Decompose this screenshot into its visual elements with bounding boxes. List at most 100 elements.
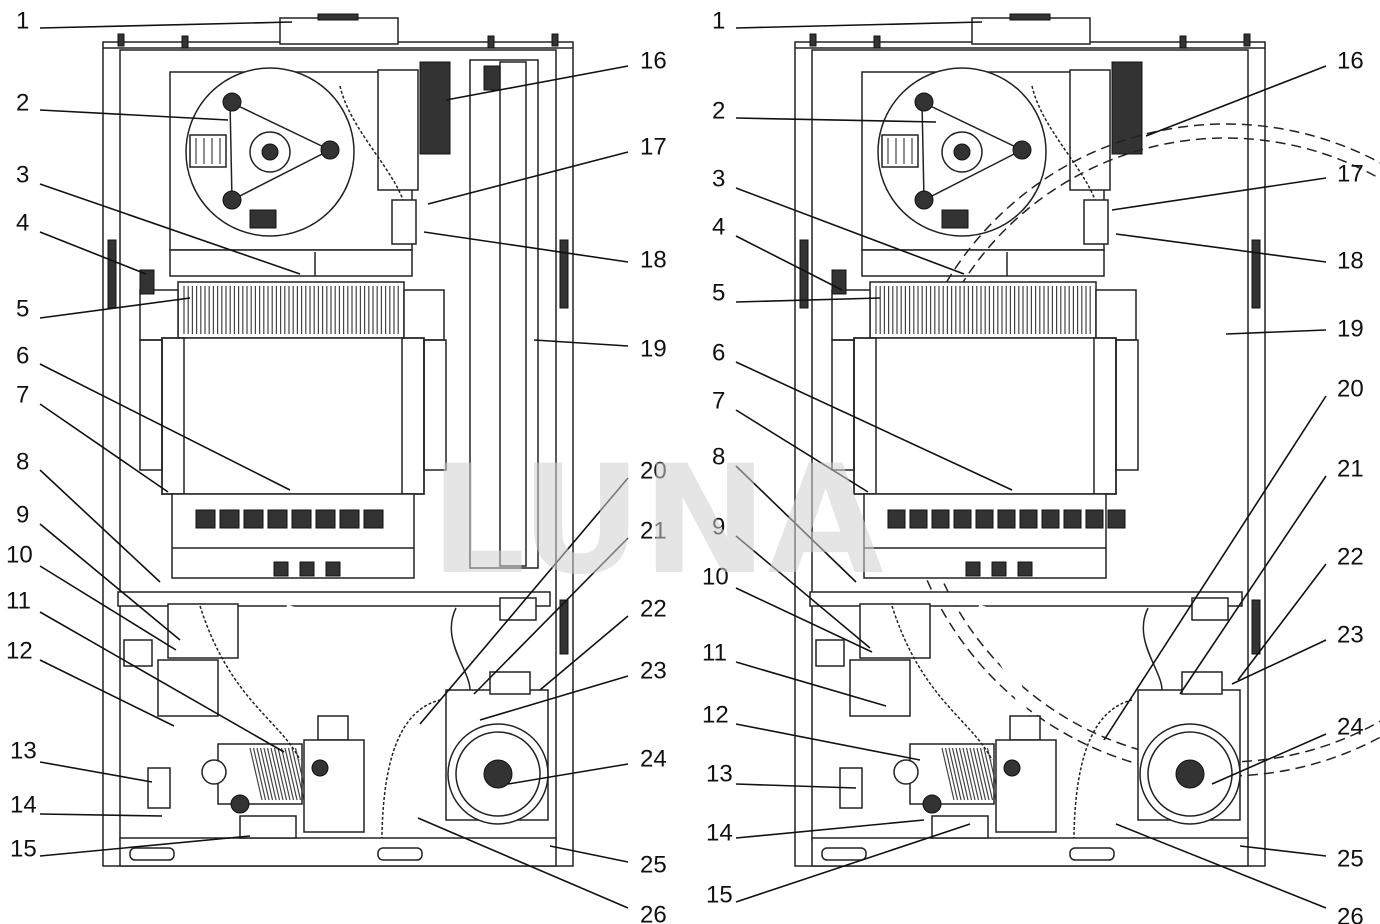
callout-label-b-11: 11 (702, 639, 727, 666)
callout-label-b-5: 5 (712, 279, 725, 306)
leader-line-b-5 (735, 297, 881, 303)
burner-ramp (975, 509, 994, 529)
burner-ramp (887, 509, 906, 529)
mounting-stud (117, 33, 125, 47)
leader-line-b-10 (735, 587, 873, 653)
callout-label-b-6: 6 (712, 339, 725, 366)
callout-label-b-2: 2 (712, 97, 725, 124)
callout-label-a-7: 7 (16, 381, 29, 408)
callout-label-a-22: 22 (640, 595, 667, 622)
leader-line-a-15 (39, 835, 251, 857)
burner-ramp (1019, 509, 1038, 529)
fan-connector (941, 209, 969, 229)
flow-sensor (201, 759, 227, 785)
gas-valve-coil (972, 747, 987, 801)
cold-water-hose (199, 605, 301, 761)
callout-label-a-10: 10 (6, 541, 33, 568)
callout-label-a-24: 24 (640, 745, 667, 772)
callout-label-a-21: 21 (640, 517, 667, 544)
gas-valve-coil (263, 747, 277, 801)
callout-label-b-25: 25 (1337, 845, 1364, 872)
leader-line-b-19 (1225, 329, 1327, 335)
fan-connector (249, 209, 277, 229)
fan-bolt (222, 190, 242, 210)
gas-valve-coil (277, 747, 291, 801)
callout-label-b-21: 21 (1337, 455, 1364, 482)
flow-pipe-right (1115, 339, 1139, 471)
leader-line-a-17 (427, 151, 629, 205)
burner-ramp (909, 509, 928, 529)
leader-line-a-25 (549, 845, 629, 863)
callout-label-a-19: 19 (640, 335, 667, 362)
callout-label-a-23: 23 (640, 657, 667, 684)
heat-exchanger-fins (177, 281, 405, 339)
fan-bolt (914, 92, 934, 112)
fan-bolt (914, 190, 934, 210)
side-rail-right (1251, 239, 1261, 309)
bottom-plate (119, 837, 557, 867)
leader-line-b-11 (735, 661, 887, 707)
injector (991, 561, 1007, 577)
exchanger-header-left (831, 289, 871, 341)
burner-ramp (219, 509, 240, 529)
callout-label-a-18: 18 (640, 246, 667, 273)
fan-axle (953, 143, 971, 161)
leader-line-a-6 (39, 363, 291, 491)
callout-label-b-22: 22 (1337, 543, 1364, 570)
leader-line-b-3 (735, 187, 965, 275)
callout-label-b-10: 10 (702, 563, 729, 590)
callout-label-b-1: 1 (712, 7, 725, 34)
callout-label-b-12: 12 (702, 701, 729, 728)
leader-line-a-10 (39, 565, 177, 651)
leader-line-a-21 (473, 537, 629, 695)
callout-label-b-7: 7 (712, 387, 725, 414)
fan-bolt (320, 140, 340, 160)
gas-valve-coil (259, 747, 274, 801)
gas-valve-coil (280, 747, 295, 801)
leader-line-a-20 (419, 477, 629, 725)
callout-label-b-8: 8 (712, 443, 725, 470)
leader-line-b-4 (735, 235, 843, 291)
dhw-heat-exchanger (157, 659, 219, 717)
leader-line-b-2 (735, 117, 937, 123)
expansion-vessel-inner (499, 61, 527, 567)
burner-ramp (1041, 509, 1060, 529)
callout-labels-right: 1234567891011121314151617181920212223242… (702, 7, 1364, 924)
overheat-thermostat (139, 269, 155, 295)
callout-label-a-4: 4 (16, 209, 29, 236)
callout-label-a-8: 8 (16, 448, 29, 475)
callout-label-a-17: 17 (640, 133, 667, 160)
burner (863, 493, 1107, 579)
callout-label-b-19: 19 (1337, 315, 1364, 342)
leader-line-b-21 (1179, 475, 1327, 695)
leader-line-b-23 (1231, 639, 1327, 685)
leader-line-a-2 (39, 109, 229, 121)
leader-line-b-9 (735, 535, 871, 649)
slot-right (377, 847, 423, 861)
pump-ring (1147, 731, 1233, 817)
air-vent (489, 671, 531, 695)
pipe-coupling (1191, 597, 1229, 621)
injector (273, 561, 289, 577)
lower-crossbar (809, 591, 1243, 607)
filling-tap (147, 767, 171, 809)
burner-ramp (953, 509, 972, 529)
cold-water-hose (891, 605, 993, 761)
leader-line-b-25 (1239, 845, 1327, 857)
callout-label-a-3: 3 (16, 161, 29, 188)
burner-ramp (339, 509, 360, 529)
callout-label-a-2: 2 (16, 89, 29, 116)
callout-label-a-13: 13 (10, 737, 37, 764)
callout-label-b-13: 13 (706, 760, 733, 787)
diverter-valve (859, 603, 931, 659)
fan-axle (261, 143, 279, 161)
leader-line-b-1 (735, 21, 983, 29)
flexible-hose (1073, 699, 1133, 861)
flow-sensor (893, 759, 919, 785)
callout-label-a-6: 6 (16, 342, 29, 369)
combustion-chamber (853, 337, 1117, 495)
injector (1017, 561, 1033, 577)
flue-outlet (279, 17, 399, 45)
gas-pipe-bend-inner (977, 604, 1027, 717)
slot-right (1069, 847, 1115, 861)
